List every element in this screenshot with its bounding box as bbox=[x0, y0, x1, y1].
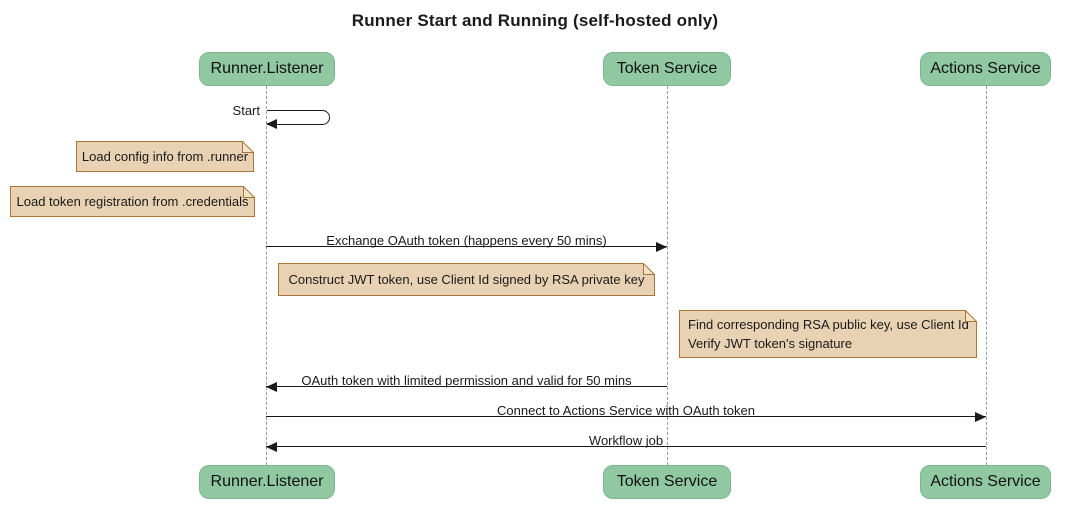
message-exchange-arrowhead-icon bbox=[656, 242, 667, 252]
message-workflow-line bbox=[266, 446, 986, 447]
diagram-title: Runner Start and Running (self-hosted on… bbox=[351, 11, 719, 30]
note-construct-jwt: Construct JWT token, use Client Id signe… bbox=[278, 263, 655, 296]
lifeline-token-service bbox=[667, 86, 668, 465]
message-connect-arrowhead-icon bbox=[975, 412, 986, 422]
message-connect-line bbox=[266, 416, 986, 417]
message-exchange-line bbox=[266, 246, 667, 247]
participant-runner-listener-top: Runner.Listener bbox=[199, 52, 335, 86]
note-fold-icon bbox=[965, 310, 977, 322]
message-connect-label: Connect to Actions Service with OAuth to… bbox=[497, 403, 755, 418]
self-message-loop bbox=[267, 110, 330, 125]
note-verify-jwt: Find corresponding RSA public key, use C… bbox=[679, 310, 977, 358]
message-exchange-label: Exchange OAuth token (happens every 50 m… bbox=[326, 233, 607, 248]
self-message-arrowhead-icon bbox=[266, 119, 277, 129]
note-load-credentials-text: Load token registration from .credential… bbox=[16, 194, 249, 209]
note-load-config-text: Load config info from .runner bbox=[81, 149, 249, 164]
participant-actions-service-top: Actions Service bbox=[920, 52, 1051, 86]
participant-actions-service-bottom: Actions Service bbox=[920, 465, 1051, 499]
message-oauth-return-arrowhead-icon bbox=[266, 382, 277, 392]
note-load-credentials: Load token registration from .credential… bbox=[10, 186, 255, 217]
message-workflow-label: Workflow job bbox=[588, 433, 664, 448]
message-oauth-return-line bbox=[266, 386, 667, 387]
message-workflow-arrowhead-icon bbox=[266, 442, 277, 452]
note-construct-jwt-text: Construct JWT token, use Client Id signe… bbox=[288, 272, 645, 287]
participant-token-service-top: Token Service bbox=[603, 52, 731, 86]
participant-token-service-bottom: Token Service bbox=[603, 465, 731, 499]
note-load-config: Load config info from .runner bbox=[76, 141, 254, 172]
note-fold-icon bbox=[242, 141, 254, 153]
lifeline-runner-listener bbox=[266, 86, 267, 465]
message-start-label: Start bbox=[232, 103, 260, 118]
note-fold-icon bbox=[643, 263, 655, 275]
note-verify-jwt-line1: Find corresponding RSA public key, use C… bbox=[688, 317, 969, 332]
note-verify-jwt-line2: Verify JWT token's signature bbox=[688, 336, 853, 351]
note-fold-icon bbox=[243, 186, 255, 198]
lifeline-actions-service bbox=[986, 86, 987, 465]
participant-runner-listener-bottom: Runner.Listener bbox=[199, 465, 335, 499]
message-oauth-return-label: OAuth token with limited permission and … bbox=[301, 373, 632, 388]
